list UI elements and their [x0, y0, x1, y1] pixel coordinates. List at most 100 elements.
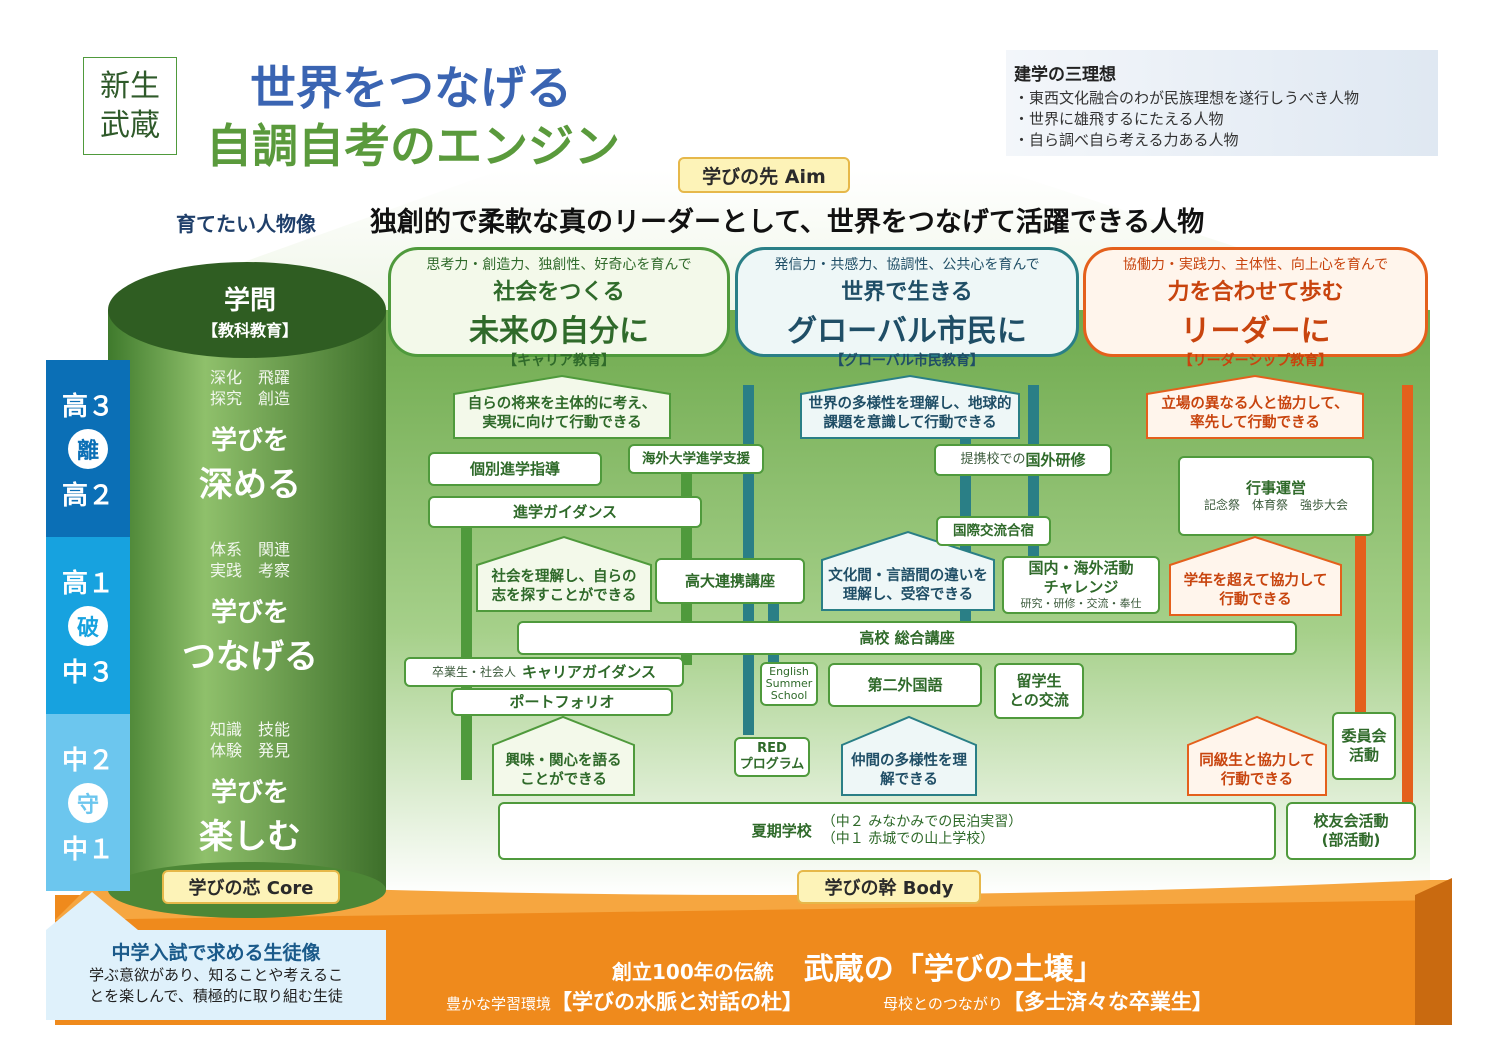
house-text: 社会を理解し、自らの志を探すことができる	[491, 568, 637, 605]
program-koyu-line2: (部活動)	[1321, 831, 1381, 849]
program-gyoji-small: 記念祭 体育祭 強歩大会	[1203, 497, 1348, 512]
program-ryugaku-line2: との交流	[1009, 691, 1069, 709]
ideals: 建学の三理想 ・東西文化融合のわが民族理想を遂行しうべき人物 ・世界に雄飛するに…	[1014, 60, 1359, 151]
core-section-deepen: 深化 飛躍 探究 創造 学びを 深める	[150, 368, 350, 506]
soil-tradition: 創立100年の伝統	[612, 960, 774, 984]
goal-global-main1: 世界で生きる	[841, 280, 973, 305]
house-text: 世界の多様性を理解し、地球的課題を意識して行動できる	[808, 395, 1012, 432]
core-kw: 探究 創造	[209, 388, 290, 408]
house-global-top: 世界の多様性を理解し、地球的課題を意識して行動できる	[799, 374, 1021, 440]
house-global-mid: 文化間・言語間の違いを理解し、受容できる	[820, 530, 996, 612]
core-kw: 実践 考察	[209, 560, 290, 580]
entrance-box: 中学入試で求める生徒像 学ぶ意欲があり、知ることや考えるこ とを楽しんで、積極的…	[46, 930, 386, 1020]
program-teikei: 提携校での 国外研修	[934, 444, 1112, 476]
goal-career-main1: 社会をつくる	[493, 280, 625, 305]
program-ess: English Summer School	[760, 662, 818, 706]
bar-leader-1	[1355, 535, 1366, 720]
badge: 新生 武蔵	[83, 57, 177, 155]
core-head: 学びを	[210, 777, 289, 808]
program-kokusai: 国際交流合宿	[936, 516, 1051, 546]
program-kaki-main: 夏期学校	[751, 821, 812, 840]
program-koyu: 校友会活動 (部活動)	[1286, 802, 1416, 860]
house-leader-low: 同級生と協力して行動できる	[1186, 715, 1328, 797]
program-ess-line2: Summer	[765, 676, 813, 690]
goal-global-main2: グローバル市民に	[787, 314, 1027, 349]
core-kw: 体系 関連	[209, 540, 290, 559]
program-kaki-line1: （中２ みなかみでの民泊実習）	[821, 813, 1023, 830]
core-label: 学びの芯 Core	[162, 870, 340, 904]
person-text: 独創的で柔軟な真のリーダーとして、世界をつなげて活躍できる人物	[370, 207, 1205, 238]
title-line2: 自調自考のエンジン	[206, 119, 620, 173]
program-iinkai-line2: 活動	[1348, 746, 1379, 764]
ideals-bg	[1006, 50, 1438, 156]
cylinder-top	[108, 262, 386, 358]
badge-line2: 武蔵	[100, 108, 160, 143]
program-iinkai: 委員会 活動	[1332, 712, 1396, 780]
body-label: 学びの幹 Body	[797, 870, 981, 904]
program-challenge: 国内・海外活動 チャレンジ 研究・研修・交流・奉仕	[1002, 556, 1160, 614]
soil-alumni-main: 【多士済々な卒業生】	[1002, 990, 1213, 1014]
house-text: 仲間の多様性を理解できる	[851, 752, 967, 789]
house-global-low: 仲間の多様性を理解できる	[840, 715, 978, 797]
stage-top: 中２	[61, 745, 114, 776]
core-head-main: つなげる	[182, 636, 318, 677]
program-koyu-line1: 校友会活動	[1313, 812, 1389, 831]
program-challenge-line2: チャレンジ	[1043, 578, 1119, 597]
title-line1: 世界をつなげる	[250, 61, 572, 115]
core-head-main: 深める	[199, 464, 301, 505]
program-career-guidance-main: キャリアガイダンス	[521, 662, 657, 681]
program-gyoji: 行事運営 記念祭 体育祭 強歩大会	[1178, 456, 1374, 536]
house-text: 同級生と協力して行動できる	[1199, 752, 1315, 789]
entrance-line2: とを楽しんで、積極的に取り組む生徒	[89, 987, 343, 1005]
house-leader-mid: 学年を超えて協力して行動できる	[1168, 535, 1343, 617]
core-header: 学問 【教科教育】	[150, 280, 350, 341]
house-career-low: 興味・関心を語ることができる	[491, 715, 636, 797]
program-kaigai-univ: 海外大学進学支援	[628, 444, 764, 474]
stage-top: 高１	[61, 568, 114, 599]
ideals-item-1: ・東西文化融合のわが民族理想を遂行しうべき人物	[1014, 89, 1360, 107]
program-career-guidance-small: 卒業生・社会人	[431, 664, 516, 679]
program-teikei-main: 国外研修	[1025, 450, 1086, 469]
soil-line2: 豊かな学習環境 【学びの水脈と対話の杜】 母校とのつながり 【多士済々な卒業生】	[446, 986, 1213, 1016]
house-text: 立場の異なる人と協力して、率先して行動できる	[1161, 395, 1349, 432]
goal-global: 発信力・共感力、協調性、公共心を育んで 世界で生きる グローバル市民に 【グロー…	[735, 247, 1079, 369]
house-career-mid: 社会を理解し、自らの志を探すことができる	[475, 535, 653, 613]
core-section-enjoy: 知識 技能 体験 発見 学びを 楽しむ	[150, 720, 350, 858]
soil-env: 豊かな学習環境	[446, 995, 552, 1013]
program-career-guidance: 卒業生・社会人 キャリアガイダンス	[404, 657, 684, 687]
house-career-top: 自らの将来を主体的に考え、実現に向けて行動できる	[452, 374, 672, 440]
soil-side	[1415, 878, 1452, 1025]
stage-bottom: 中１	[61, 834, 114, 865]
entrance-arrow	[46, 892, 138, 930]
bar-career-1	[461, 520, 472, 780]
core-section-connect: 体系 関連 実践 考察 学びを つなげる	[150, 540, 350, 678]
goal-leader-main2: リーダーに	[1180, 314, 1331, 349]
ideals-title: 建学の三理想	[1014, 65, 1116, 85]
aim-label: 学びの先 Aim	[678, 157, 850, 193]
stage-circle: 破	[68, 605, 108, 646]
stage-ri: 高３ 離 高２	[46, 360, 130, 537]
goal-career-sub: 【キャリア教育】	[503, 353, 615, 369]
program-ryugaku: 留学生 との交流	[994, 663, 1084, 719]
program-ryugaku-line1: 留学生	[1016, 672, 1062, 691]
program-kaki: 夏期学校 （中２ みなかみでの民泊実習） （中１ 赤城での山上学校）	[498, 802, 1276, 860]
goal-leader-sub: 【リーダーシップ教育】	[1178, 353, 1333, 369]
program-guidance: 進学ガイダンス	[428, 496, 702, 528]
stage-circle: 守	[68, 782, 108, 823]
program-teikei-small: 提携校での	[960, 451, 1026, 467]
stage-circle: 離	[68, 428, 108, 469]
house-leader-top: 立場の異なる人と協力して、率先して行動できる	[1145, 374, 1365, 440]
program-ess-line3: School	[770, 689, 808, 703]
house-text: 文化間・言語間の違いを理解し、受容できる	[828, 567, 988, 604]
stage-shu: 中２ 守 中１	[46, 714, 130, 891]
core-title: 学問	[223, 286, 276, 316]
badge-line1: 新生	[100, 69, 160, 104]
core-head: 学びを	[210, 597, 289, 628]
soil-main: 武蔵の「学びの土壌」	[803, 952, 1104, 987]
core-head-main: 楽しむ	[199, 816, 301, 857]
stage-bottom: 中３	[61, 657, 114, 688]
soil-alumni: 母校とのつながり	[883, 995, 1003, 1013]
core-sub: 【教科教育】	[201, 321, 298, 340]
soil-line1: 創立100年の伝統 武蔵の「学びの土壌」	[612, 944, 1104, 988]
core-kw: 体験 発見	[209, 740, 290, 760]
